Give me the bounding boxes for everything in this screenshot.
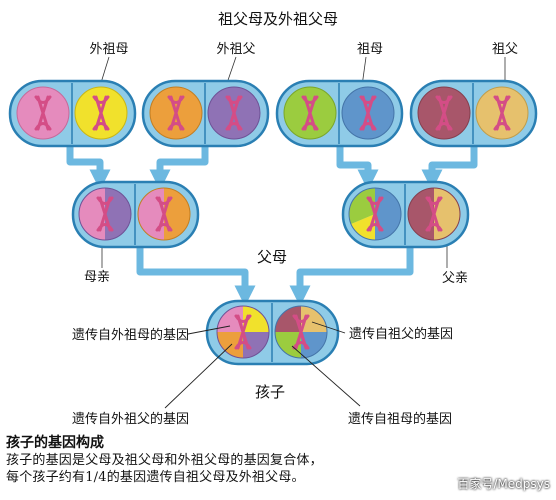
pill-mother bbox=[71, 180, 200, 249]
chromosome-icon bbox=[425, 196, 443, 232]
caption-line-1: 孩子的基因是父母及祖父母和外祖父母的基因复合体， bbox=[6, 453, 323, 468]
chromosome-icon bbox=[234, 314, 252, 350]
pill-father bbox=[341, 180, 470, 249]
parents-title: 父母 bbox=[257, 248, 287, 266]
pill-maternal-grandmother bbox=[8, 79, 137, 148]
label-father: 父亲 bbox=[442, 271, 468, 286]
pill-paternal-grandfather bbox=[409, 79, 538, 148]
diagram-title: 祖父母及外祖父母 bbox=[218, 10, 338, 28]
label-paternal-grandfather: 祖父 bbox=[492, 42, 518, 57]
label-gene-maternal-grandfather: 遗传自外祖父的基因 bbox=[72, 411, 189, 427]
chromosome-icon bbox=[96, 196, 114, 232]
label-gene-maternal-grandmother: 遗传自外祖母的基因 bbox=[72, 327, 189, 343]
caption-title: 孩子的基因构成 bbox=[6, 435, 104, 451]
pill-paternal-grandmother bbox=[275, 79, 404, 148]
label-paternal-grandmother: 祖母 bbox=[357, 42, 383, 57]
chromosome-icon bbox=[301, 95, 319, 131]
chromosome-icon bbox=[167, 95, 185, 131]
child-label-leaders bbox=[164, 321, 361, 409]
label-gene-paternal-grandfather: 遗传自祖父的基因 bbox=[349, 326, 453, 342]
pill-child bbox=[205, 299, 340, 366]
caption-line-2: 每个孩子约有1/4的基因遗传自祖父母及外祖父母。 bbox=[6, 470, 305, 485]
label-maternal-grandmother: 外祖母 bbox=[89, 42, 128, 57]
watermark: 百家号/Medpsys bbox=[457, 477, 550, 491]
label-mother: 母亲 bbox=[84, 270, 110, 285]
chromosome-icon bbox=[366, 196, 384, 232]
inheritance-arrows bbox=[66, 144, 478, 307]
pill-maternal-grandfather bbox=[141, 79, 270, 148]
chromosome-icon bbox=[225, 95, 243, 131]
child-title: 孩子 bbox=[255, 383, 285, 401]
chromosome-icon bbox=[155, 196, 173, 232]
chromosome-icon bbox=[292, 314, 310, 350]
chromosome-icon bbox=[435, 95, 453, 131]
label-maternal-grandfather: 外祖父 bbox=[216, 42, 255, 57]
chromosome-icon bbox=[493, 95, 511, 131]
caption: 孩子的基因构成 孩子的基因是父母及祖父母和外祖父母的基因复合体， 每个孩子约有1… bbox=[6, 434, 550, 486]
chromosome-icon bbox=[92, 95, 110, 131]
chromosome-icon bbox=[34, 95, 52, 131]
label-gene-paternal-grandmother: 遗传自祖母的基因 bbox=[348, 411, 452, 427]
chromosome-icon bbox=[359, 95, 377, 131]
